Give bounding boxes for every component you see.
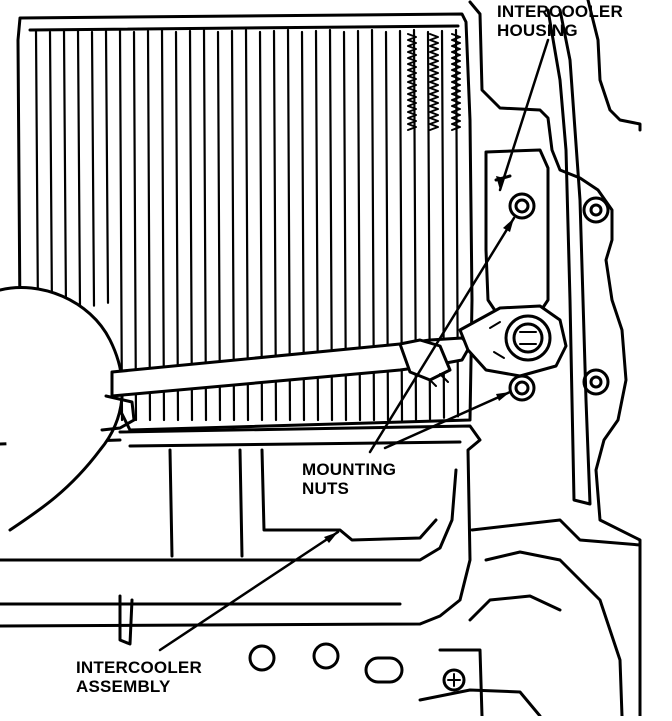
mounting-nut-upper [508, 192, 536, 220]
core-fin-line [118, 28, 124, 422]
core-fin-line [216, 30, 222, 422]
intercooler-housing-label-line1: INTERCOOLER [497, 2, 623, 21]
fin-zigzag-line [451, 33, 461, 131]
core-fin-line [230, 29, 236, 422]
fin-zigzag-line [407, 33, 417, 131]
lower-bracket [248, 642, 466, 692]
core-fin-line [76, 28, 82, 310]
core-fin-line [62, 29, 68, 313]
ratchet-wrench [110, 304, 568, 398]
intercooler-assembly-label-line2: ASSEMBLY [76, 677, 171, 696]
fin-zigzag [407, 33, 461, 131]
fin-zigzag-line [429, 33, 439, 131]
leader-arrowheads [324, 176, 514, 543]
engine-block-outline [418, 0, 642, 718]
core-fins [34, 28, 460, 422]
core-fin-line [202, 28, 208, 422]
core-fin-line [34, 28, 40, 318]
mounting-nuts-label: MOUNTING NUTS [302, 460, 396, 498]
leader-lines [158, 38, 550, 652]
intercooler-core [16, 12, 474, 432]
core-fin-line [48, 30, 54, 316]
core-fin-line [146, 29, 152, 422]
intercooler-housing-label: INTERCOOLER HOUSING [497, 2, 623, 40]
intercooler-housing-label-line2: HOUSING [497, 21, 578, 40]
hand [0, 285, 136, 532]
core-fin-line [244, 28, 250, 422]
core-fin-line [188, 29, 194, 422]
core-fin-line [258, 30, 264, 422]
mounting-nuts-label-line1: MOUNTING [302, 460, 397, 479]
core-fin-line [132, 30, 138, 422]
intercooler-assembly-label: INTERCOOLER ASSEMBLY [76, 658, 202, 696]
mounting-nuts-label-line2: NUTS [302, 479, 350, 498]
core-fin-line [160, 28, 166, 422]
intercooler-assembly-label-line1: INTERCOOLER [76, 658, 202, 677]
core-fin-line [90, 30, 96, 307]
core-fin-line [104, 29, 110, 304]
core-fin-line [174, 30, 180, 422]
intercooler-tank [0, 424, 482, 646]
mounting-nut-lower [508, 374, 536, 402]
